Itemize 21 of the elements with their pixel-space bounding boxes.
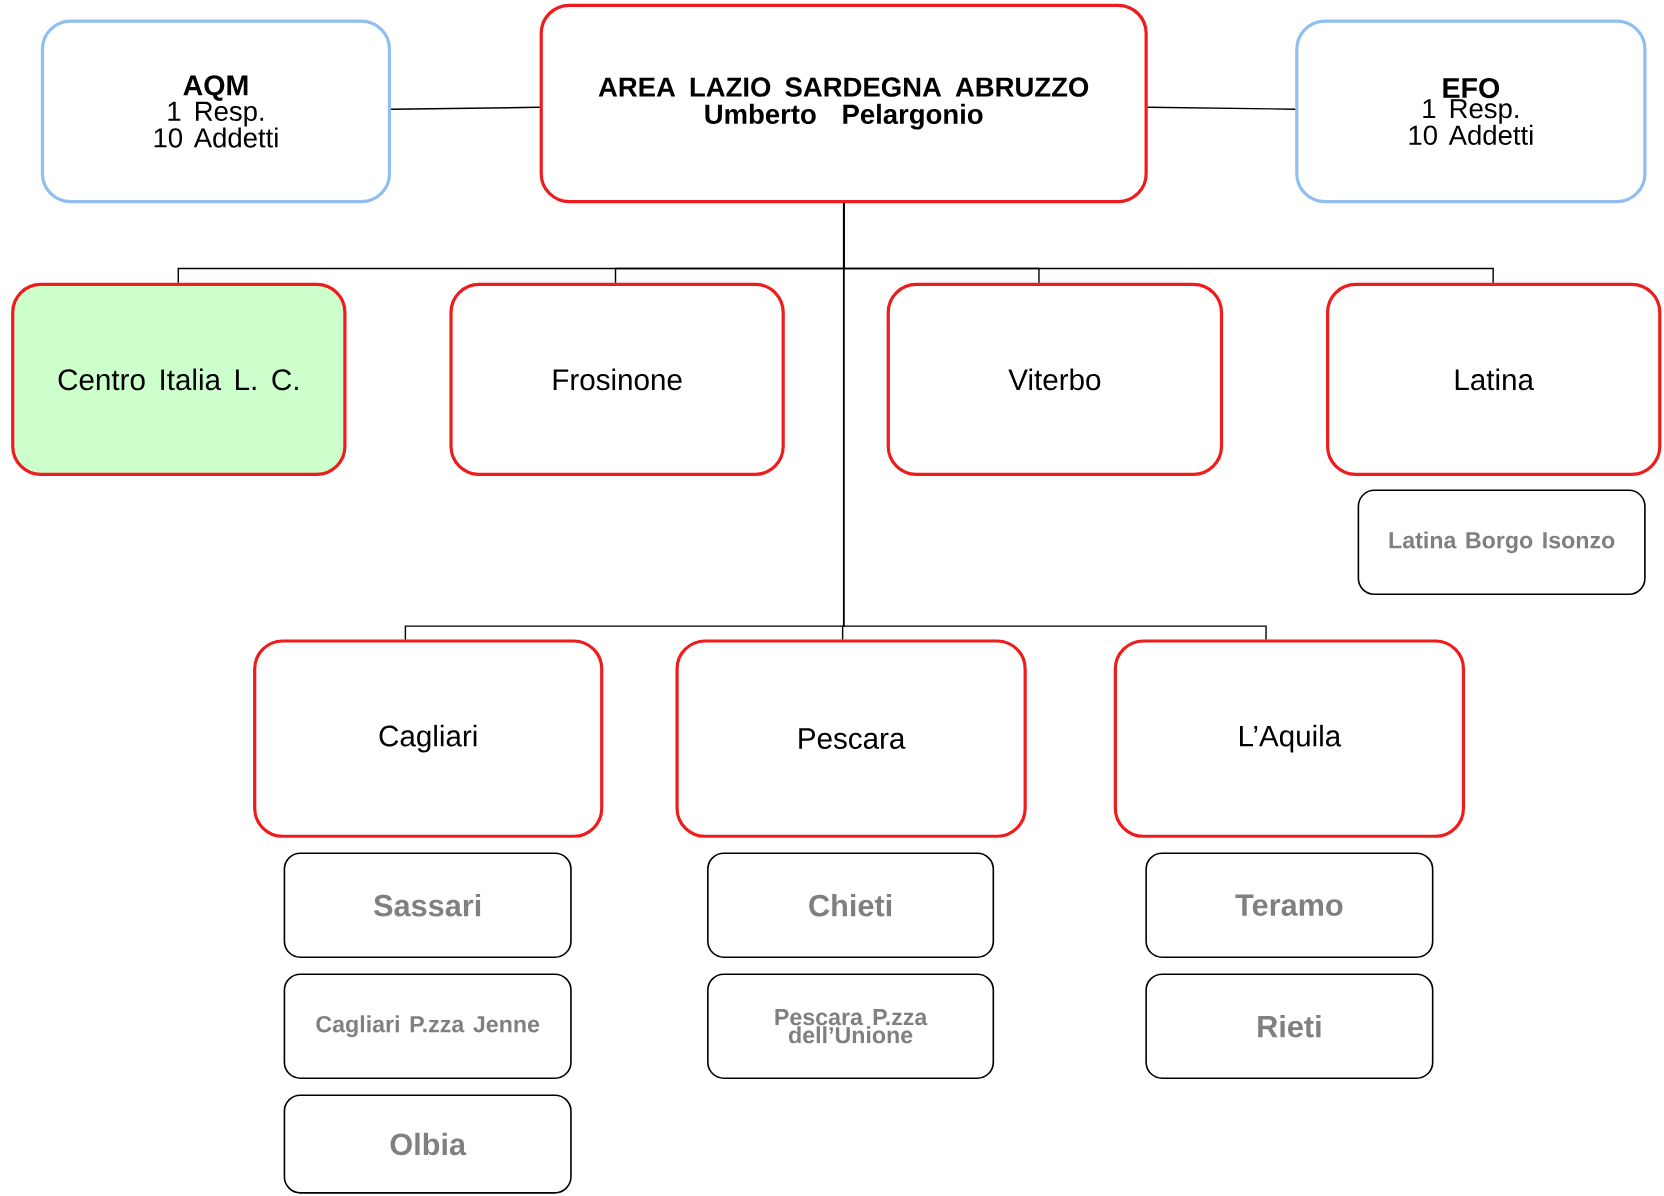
branch-box: Olbia bbox=[283, 1094, 572, 1194]
branch-box: Teramo bbox=[1145, 852, 1434, 959]
connector-line bbox=[842, 202, 1267, 641]
area-box: Centro Italia L. C. bbox=[11, 282, 347, 476]
branch-box: Cagliari P.zza Jenne bbox=[283, 973, 572, 1079]
branch-box: Latina Borgo Isonzo bbox=[1357, 489, 1646, 596]
branch-box: Chieti bbox=[707, 852, 995, 959]
department-box: AQM 1 Resp. 10 Addetti bbox=[40, 19, 392, 204]
area-box: Frosinone bbox=[449, 282, 785, 476]
connector-line bbox=[390, 106, 541, 110]
area-box: Viterbo bbox=[886, 282, 1224, 476]
area-box: Cagliari bbox=[253, 639, 604, 838]
area-box: L’Aquila bbox=[1113, 639, 1466, 838]
branch-box: Sassari bbox=[283, 852, 572, 959]
branch-box: Pescara P.zza dell’Unione bbox=[707, 973, 995, 1079]
department-box: EFO 1 Resp. 10 Addetti bbox=[1295, 19, 1647, 204]
head-box: AREA LAZIO SARDEGNA ABRUZZO Umberto Pelargonio bbox=[539, 3, 1148, 204]
area-box: Latina bbox=[1326, 282, 1662, 476]
connector-line bbox=[1147, 106, 1296, 110]
area-box: Pescara bbox=[675, 639, 1027, 838]
branch-box: Rieti bbox=[1145, 973, 1434, 1079]
